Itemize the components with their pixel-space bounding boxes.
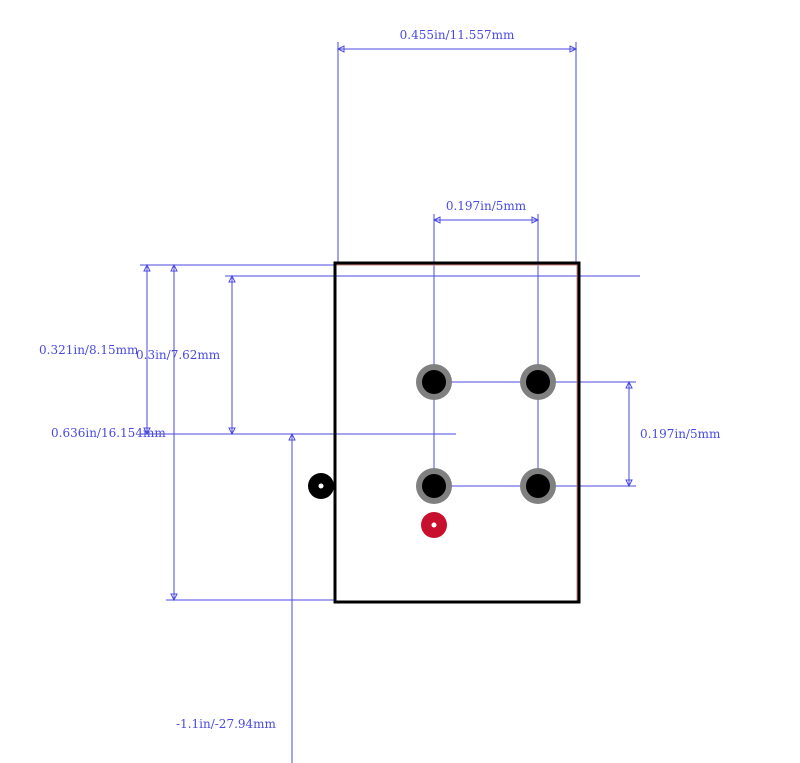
- dimension-labels: 0.455in/11.557mm 0.197in/5mm 0.321in/8.1…: [39, 28, 721, 731]
- pad-4: [520, 468, 556, 504]
- dimension-arrows: [143, 45, 633, 602]
- arrow-pitch-h-right: [531, 216, 540, 224]
- dimension-lines: [140, 42, 640, 763]
- origin-marker-center: [431, 522, 437, 528]
- label-pitch-vertical: 0.197in/5mm: [640, 427, 721, 441]
- arrow-height-small-top: [228, 274, 236, 283]
- pad-hole: [526, 474, 550, 498]
- pad-1: [416, 364, 452, 400]
- arrow-height-partial-top: [143, 263, 151, 272]
- label-pitch-horizontal: 0.197in/5mm: [446, 199, 527, 213]
- pad-hole: [422, 370, 446, 394]
- pads: [416, 364, 556, 504]
- label-offset-bottom: -1.1in/-27.94mm: [176, 717, 277, 731]
- body-outline: [333, 261, 581, 604]
- arrow-top-width-left: [336, 45, 345, 53]
- arrow-pitch-v-bottom: [625, 479, 633, 488]
- pin1-marker-icon: [308, 473, 334, 499]
- arrow-offset-top: [288, 432, 296, 441]
- pad-hole: [422, 474, 446, 498]
- arrow-pitch-h-left: [432, 216, 441, 224]
- arrow-top-width-right: [569, 45, 578, 53]
- pad-2: [520, 364, 556, 400]
- pin1-marker-center: [318, 483, 324, 489]
- pad-3: [416, 468, 452, 504]
- pad-hole: [526, 370, 550, 394]
- arrow-pitch-v-top: [625, 380, 633, 389]
- arrow-height-total-top: [170, 263, 178, 272]
- label-top-width: 0.455in/11.557mm: [400, 28, 515, 42]
- arrow-height-small-bottom: [228, 427, 236, 436]
- arrow-height-total-bottom: [170, 593, 178, 602]
- label-height-small: 0.3in/7.62mm: [136, 348, 221, 362]
- arrow-height-partial-bottom: [143, 427, 151, 436]
- label-height-total: 0.636in/16.154mm: [51, 426, 166, 440]
- label-height-partial: 0.321in/8.15mm: [39, 343, 139, 357]
- origin-marker-icon: [421, 512, 447, 538]
